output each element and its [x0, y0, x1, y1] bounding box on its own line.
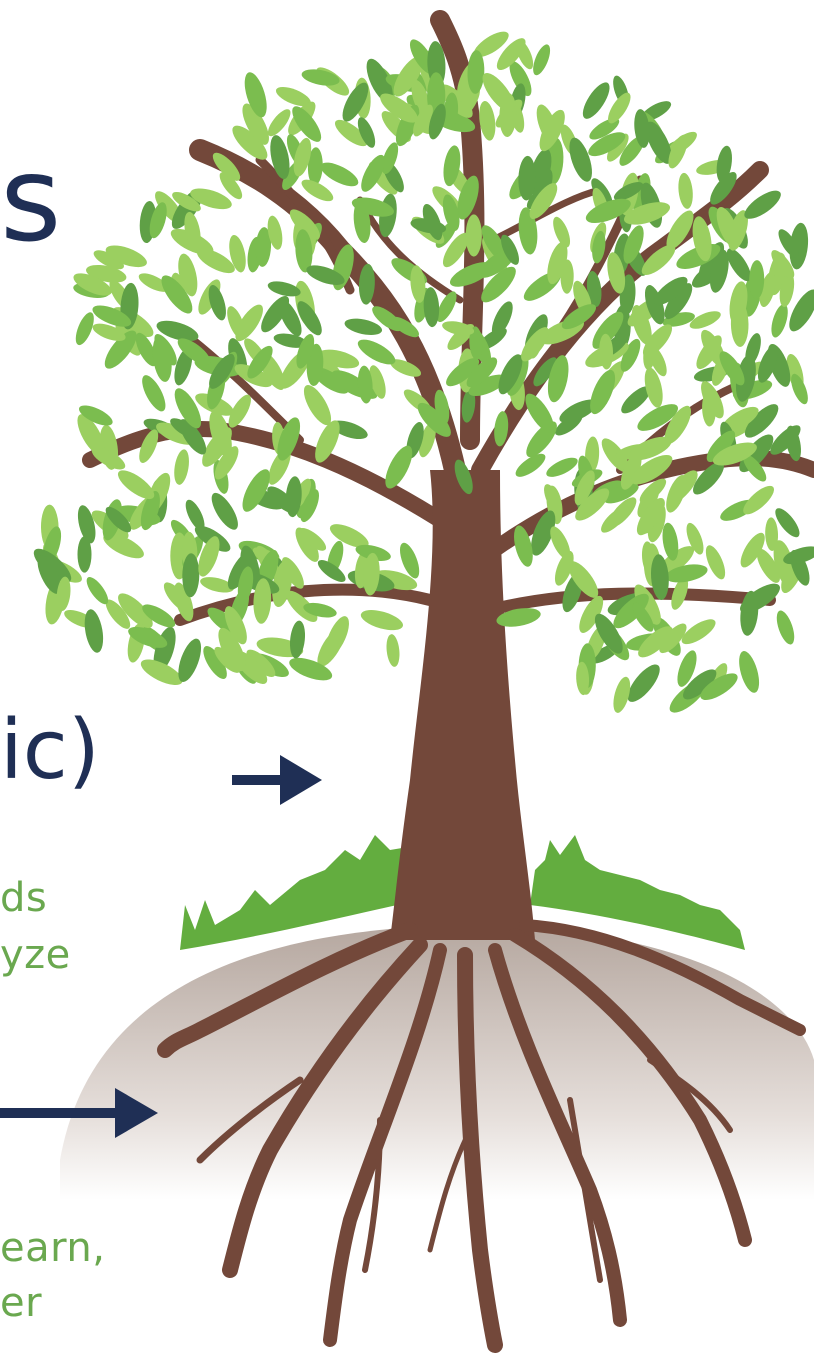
leaf: [150, 334, 174, 383]
lower-description-line-1: earn,: [0, 1228, 105, 1268]
leaf: [83, 574, 112, 608]
heading-fragment: s: [0, 140, 62, 258]
leaf: [207, 489, 243, 533]
upper-description-line-1: ds: [0, 878, 47, 918]
leaf: [317, 158, 361, 191]
leaf: [739, 481, 778, 518]
leaf: [597, 503, 631, 536]
leaf: [702, 543, 729, 582]
arrow-right-icon: [232, 755, 322, 805]
leaf: [687, 308, 723, 333]
leaf: [172, 448, 191, 486]
leaf: [773, 608, 798, 646]
upper-description-line-2: yze: [0, 935, 71, 975]
leaf: [768, 302, 791, 339]
leaf: [466, 214, 482, 256]
leaf: [544, 454, 581, 481]
leaf: [114, 465, 159, 504]
leaf: [359, 606, 406, 634]
lower-description-line-2: er: [0, 1283, 42, 1323]
leaf: [78, 536, 92, 572]
leaf: [735, 649, 763, 695]
leaf: [385, 634, 401, 668]
upper-label-fragment: ic): [0, 710, 100, 792]
leaf: [677, 172, 695, 209]
leaf: [530, 42, 554, 77]
